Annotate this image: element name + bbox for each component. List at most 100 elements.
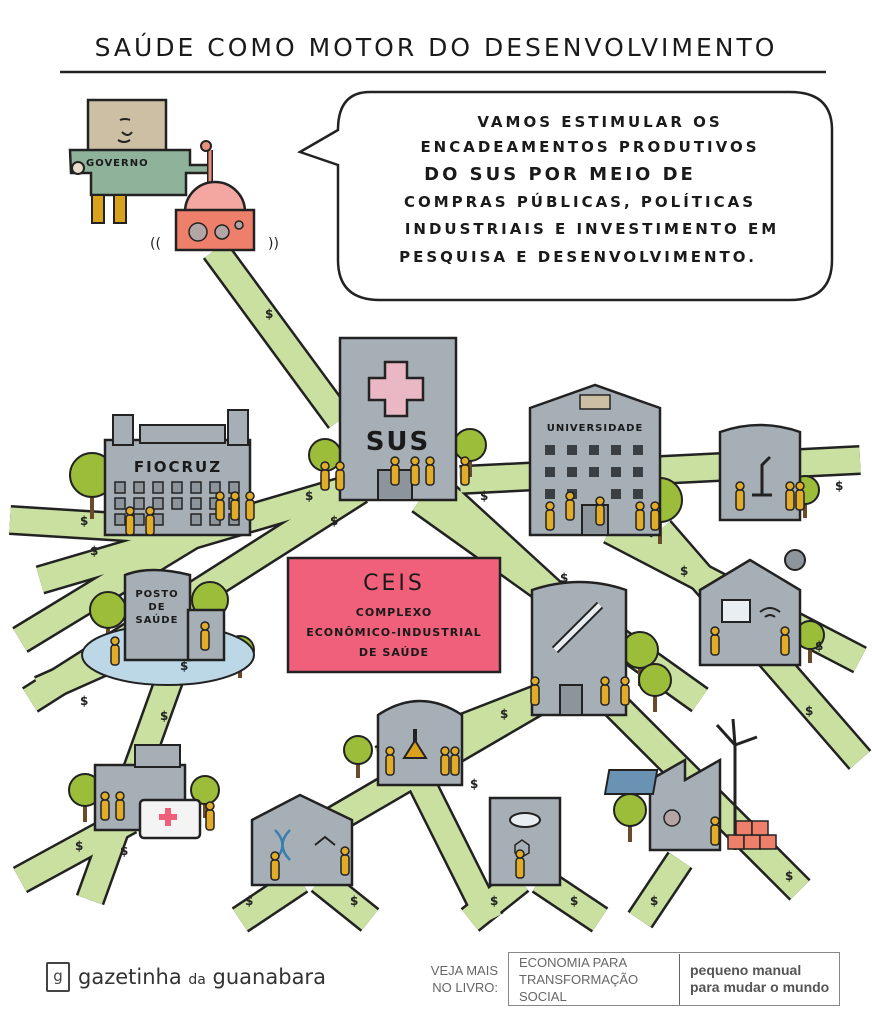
person-head <box>340 846 350 856</box>
person-icon <box>410 464 420 486</box>
road-fill <box>312 870 378 930</box>
building-posto-de-saude: POSTO DE SAÚDE <box>81 568 255 686</box>
ceis-box: CEIS COMPLEXO ECONÔMICO-INDUSTRIAL DE SA… <box>286 556 502 674</box>
money-sign-icon: $ <box>480 489 488 503</box>
person-head <box>450 746 460 756</box>
person-head <box>270 851 280 861</box>
government-character: GOVERNO <box>68 98 212 224</box>
building-leaf <box>488 796 562 887</box>
person-icon <box>780 634 790 656</box>
building-computer <box>698 549 806 667</box>
road-fill <box>462 870 528 930</box>
person-icon <box>785 489 795 511</box>
person-head <box>595 496 605 506</box>
person-head <box>385 746 395 756</box>
person-head <box>440 746 450 756</box>
posto-label: POSTO <box>135 589 178 600</box>
money-sign-icon: $ <box>160 709 168 723</box>
money-sign-icon: $ <box>470 777 478 791</box>
person-head <box>735 481 745 491</box>
sus-label: SUS <box>366 427 431 457</box>
person-head <box>635 501 645 511</box>
person-head <box>200 621 210 631</box>
money-sign-icon: $ <box>650 894 658 908</box>
building-hospital-ambulance <box>93 744 202 840</box>
posto-label: DE <box>148 602 165 613</box>
book-logo-icon: g <box>46 962 70 992</box>
ceis-subtitle: ECONÔMICO-INDUSTRIAL <box>306 626 482 639</box>
molecule-icon <box>314 835 336 846</box>
microscope-icon <box>752 455 772 497</box>
tree-icon <box>621 631 659 669</box>
brand-name: gazetinha da guanabara <box>78 965 326 989</box>
money-sign-icon: $ <box>80 694 88 708</box>
person-head <box>710 816 720 826</box>
person-icon <box>530 684 540 706</box>
person-head <box>515 849 525 859</box>
person-head <box>245 491 255 501</box>
person-icon <box>205 809 215 831</box>
building-sus: SUS <box>338 336 458 502</box>
money-sign-icon: $ <box>75 839 83 853</box>
character-label: GOVERNO <box>86 158 149 169</box>
person-icon <box>100 799 110 821</box>
person-head <box>530 676 540 686</box>
character-body <box>68 148 212 197</box>
person-icon <box>125 514 135 536</box>
speech-line: VAMOS ESTIMULAR OS <box>477 113 722 131</box>
wifi-icon <box>759 607 781 618</box>
book-icon <box>579 394 611 410</box>
person-head <box>100 791 110 801</box>
person-icon <box>650 509 660 531</box>
money-sign-icon: $ <box>785 869 793 883</box>
tree-icon <box>89 591 127 629</box>
person-icon <box>230 499 240 521</box>
person-head <box>460 456 470 466</box>
speech-line: ENCADEAMENTOS PRODUTIVOS <box>420 138 759 156</box>
gear-icon <box>663 809 681 827</box>
person-icon <box>390 464 400 486</box>
ceis-title: CEIS <box>363 571 425 596</box>
person-icon <box>440 754 450 776</box>
person-head <box>425 456 435 466</box>
character-face <box>117 118 133 143</box>
speech-line: DO SUS POR MEIO DE <box>424 164 696 185</box>
computer-icon <box>721 599 751 623</box>
person-head <box>215 491 225 501</box>
tree-icon <box>638 663 672 697</box>
fiocruz-label: FIOCRUZ <box>134 458 222 476</box>
money-sign-icon: $ <box>560 571 568 585</box>
person-icon <box>145 514 155 536</box>
person-icon <box>115 799 125 821</box>
person-head <box>710 626 720 636</box>
person-icon <box>635 509 645 531</box>
speech-line: COMPRAS PÚBLICAS, POLÍTICAS <box>404 192 756 211</box>
person-icon <box>595 504 605 526</box>
money-sign-icon: $ <box>180 659 188 673</box>
satellite-dish-icon <box>784 549 806 571</box>
person-icon <box>385 754 395 776</box>
person-icon <box>340 854 350 876</box>
money-sign-icon: $ <box>305 489 313 503</box>
road-fill <box>629 853 691 927</box>
tree-icon <box>453 428 487 462</box>
person-head <box>320 461 330 471</box>
page-title: SAÚDE COMO MOTOR DO DESENVOLVIMENTO <box>95 32 778 62</box>
person-icon <box>215 499 225 521</box>
posto-label: SAÚDE <box>136 613 179 626</box>
brand-logo[interactable]: g gazetinha da guanabara <box>46 962 326 992</box>
person-head <box>230 491 240 501</box>
road-fill <box>408 774 502 926</box>
illustration: SAÚDE COMO MOTOR DO DESENVOLVIMENTO <box>9 32 872 933</box>
money-sign-icon: $ <box>805 704 813 718</box>
person-head <box>600 676 610 686</box>
money-sign-icon: $ <box>245 894 253 908</box>
person-icon <box>710 634 720 656</box>
person-icon <box>110 644 120 666</box>
character-head <box>86 98 168 160</box>
